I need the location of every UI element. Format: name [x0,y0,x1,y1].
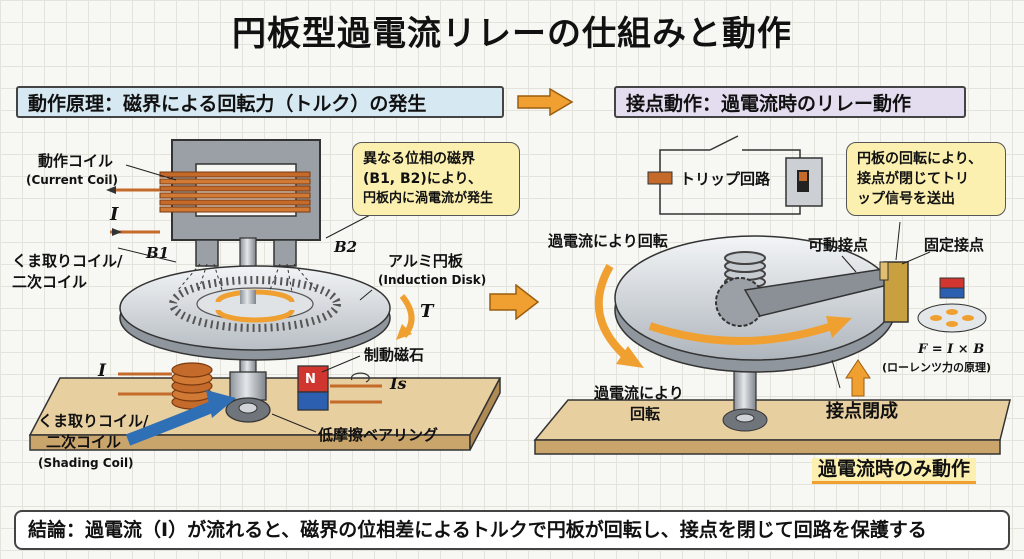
operating-coil [159,171,311,213]
phase-explanation-bubble: 異なる位相の磁界 (B1, B2)により、 円板内に渦電流が発生 [352,142,520,216]
contact-bubble-line-2: 接点が閉じてトリ [857,171,969,187]
contact-explanation-bubble: 円板の回転により、 接点が閉じてトリ ップ信号を送出 [846,142,1006,216]
operating-coil-label: 動作コイル [38,152,114,170]
current-I-label: I [110,204,119,225]
trip-circuit-label: トリップ回路 [680,170,771,188]
lorentz-inset [917,277,987,333]
conclusion-box: 結論：過電流（I）が流れると、磁界の位相差によるトルクで円板が回転し、接点を閉じ… [14,510,1010,550]
rotation-blue-arrow [125,400,217,446]
aluminum-disk-label: アルミ円板 [388,252,463,270]
shading-coil-lower [171,362,213,410]
bearing-label: 低摩擦ベアリング [318,426,439,444]
shading-coil-lower-label-2: 二次コイル [46,433,122,451]
current-Is-label: Is [390,374,407,393]
header-arrow-icon [517,88,574,116]
current-I-bar-label: I [98,361,106,381]
page-title: 円板型過電流リレーの仕組みと動作 [232,14,792,54]
operating-coil-en-label: (Current Coil) [26,173,119,187]
magnet-N-label: N [305,372,316,387]
transition-arrow-icon [489,284,540,320]
phase-bubble-line-3: 円板内に渦電流が発生 [363,191,494,206]
fixed-contact-label: 固定接点 [924,236,985,254]
left-section-header: 動作原理：磁界による回転力（トルク）の発生 [16,86,504,118]
brake-magnet [297,365,329,393]
b1-field-label: B1 [146,244,170,262]
torque-label: T [420,301,434,322]
rotation-orange-arrow [594,264,633,364]
overcurrent-only-label: 過電流時のみ動作 [812,458,977,484]
movable-contact-label: 可動接点 [808,236,869,254]
shading-coil-upper-label: くま取りコイル/ [12,252,123,270]
contact-closed-label: 接点閉成 [826,401,898,422]
shading-coil-upper-label-2: 二次コイル [12,273,88,291]
right-section-header: 接点動作：過電流時のリレー動作 [614,86,966,118]
shading-coil-en-label: (Shading Coil) [38,456,134,470]
rotation-top-label: 過電流により回転 [548,232,668,250]
contact-bubble-line-3: ップ信号を送出 [857,191,955,207]
rotation-bottom-label-2: 回転 [630,405,661,423]
aluminum-disk-en-label: (Induction Disk) [378,273,487,287]
contact-closed-arrow [845,359,871,397]
brake-magnet-label: 制動磁石 [364,346,425,364]
right-base-plate [533,399,1011,441]
fixed-contact [883,261,909,323]
rotation-bottom-label: 過電流により [594,384,684,402]
b2-field-label: B2 [334,238,358,256]
induction-disk-illustration [28,139,502,451]
relay-contact-illustration [533,135,1011,455]
contact-bubble-line-1: 円板の回転により、 [857,151,983,167]
shading-coil-lower-label: くま取りコイル/ [38,412,149,430]
lorentz-caption: (ローレンツ力の原理) [882,361,992,374]
lorentz-formula: F = I × B [918,342,985,357]
phase-bubble-line-1: 異なる位相の磁界 [363,151,475,167]
phase-bubble-line-2: (B1, B2)により、 [363,171,482,187]
